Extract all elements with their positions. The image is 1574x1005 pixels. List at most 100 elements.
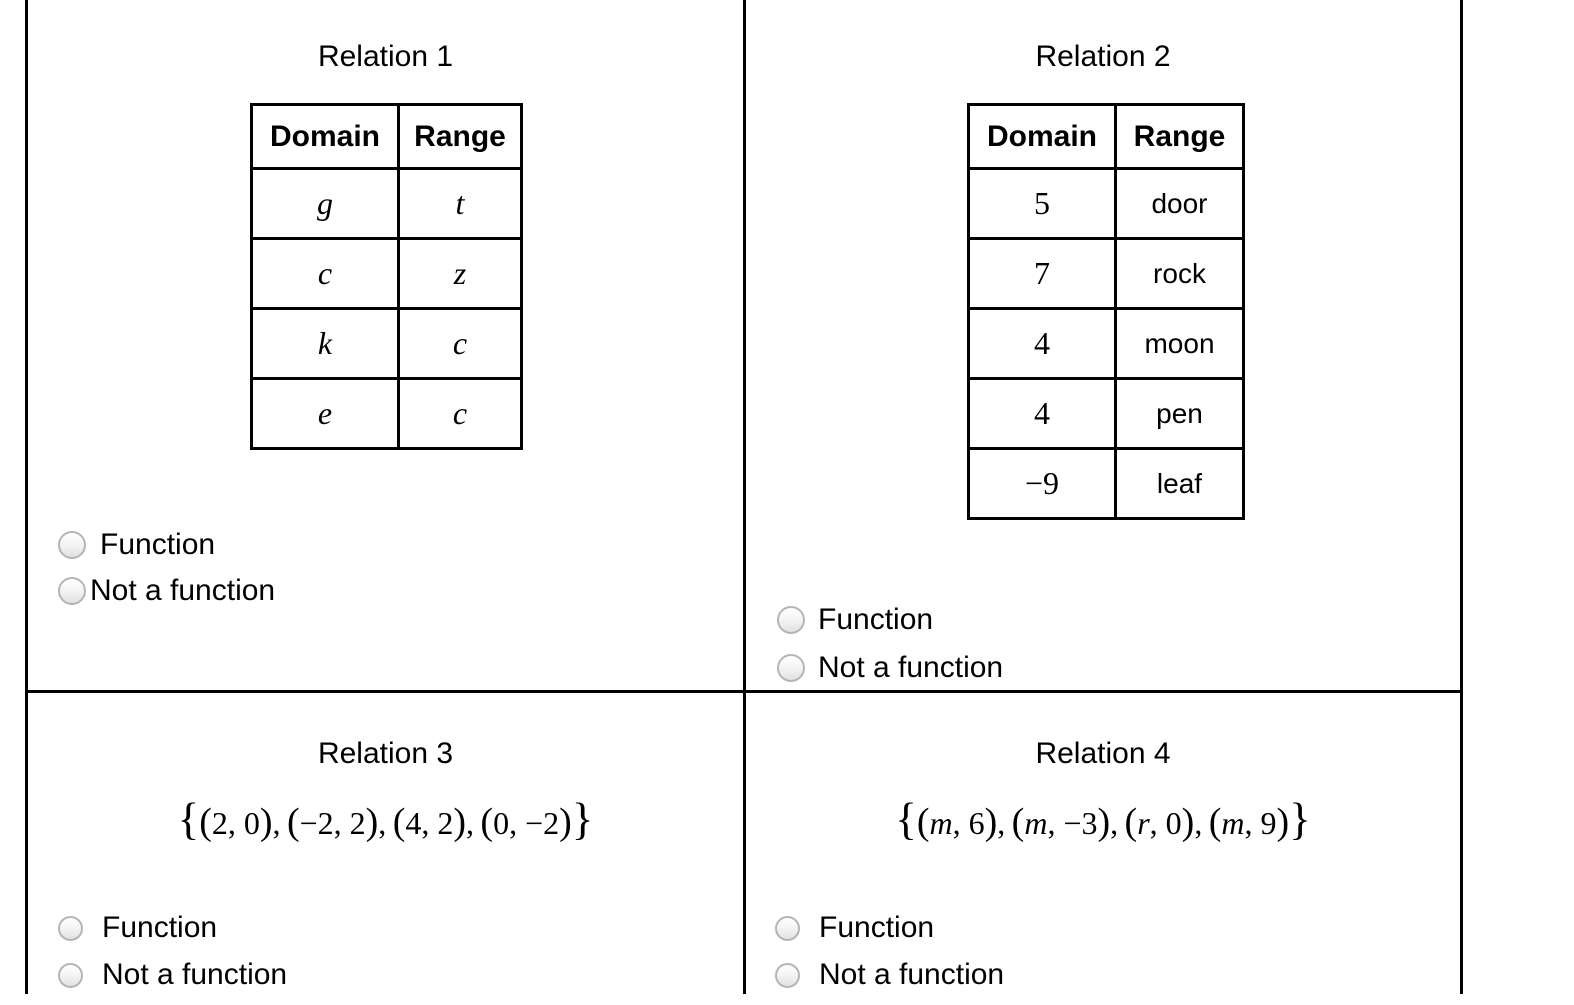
open-brace: { (895, 794, 917, 844)
table-cell: 7 (967, 237, 1117, 310)
relation-3-not-a-function-radio[interactable] (58, 962, 83, 988)
close-paren: ) (259, 801, 273, 843)
table-cell: c (397, 307, 523, 380)
quadrant-divider-horizontal (25, 690, 1463, 693)
open-paren: ( (1124, 801, 1138, 843)
close-paren: ) (453, 801, 467, 843)
choice-label: Not a function (102, 958, 288, 991)
relation-3-function-radio[interactable] (58, 915, 83, 941)
relation-4-title: Relation 4 (1035, 737, 1171, 770)
relation-1-choice-not-a-function[interactable]: Not a function (58, 574, 275, 608)
table-cell: 4 (967, 307, 1117, 380)
relation-3-choice-function[interactable]: Function (58, 911, 287, 945)
choice-label: Not a function (90, 574, 276, 607)
open-paren: ( (392, 801, 406, 843)
open-paren: ( (1011, 801, 1025, 843)
open-paren: ( (199, 801, 212, 843)
open-paren: ( (916, 801, 930, 843)
relation-4-function-radio[interactable] (775, 915, 800, 941)
open-paren: ( (286, 801, 300, 843)
table-cell: c (250, 237, 400, 310)
table-cell: e (250, 377, 400, 450)
open-paren: ( (1208, 801, 1222, 843)
close-brace: } (571, 794, 594, 844)
set-variable: m (1221, 805, 1245, 841)
set-variable: m (1024, 805, 1048, 841)
relation-3-set-expression: {(2, 0), (−2, 2), (4, 2), (0, −2)} (177, 794, 594, 844)
quadrant-divider-vertical (743, 0, 746, 994)
grid-border-right (1460, 0, 1463, 994)
relation-4-set-expression: {(m, 6), (m, −3), (r, 0), (m, 9)} (895, 794, 1311, 844)
relation-4-choice-function[interactable]: Function (775, 911, 1004, 945)
close-paren: ) (1097, 801, 1111, 843)
choice-label: Not a function (819, 958, 1005, 991)
close-brace: } (1289, 794, 1311, 844)
close-paren: ) (559, 801, 572, 843)
relation-4-panel: Relation 4 {(m, 6), (m, −3), (r, 0), (m,… (746, 693, 1460, 994)
relation-2-choice-not-a-function[interactable]: Not a function (777, 651, 1003, 685)
table-cell: leaf (1114, 447, 1245, 520)
relation-1-choice-function[interactable]: Function (58, 528, 275, 562)
open-paren: ( (480, 801, 494, 843)
relation-2-choice-function[interactable]: Function (777, 603, 1003, 637)
relation-4-not-a-function-radio[interactable] (775, 962, 800, 988)
choice-label: Function (102, 911, 218, 944)
set-variable: r (1137, 805, 1150, 841)
close-paren: ) (1181, 801, 1195, 843)
relation-3-panel: Relation 3 {(2, 0), (−2, 2), (4, 2), (0,… (28, 693, 743, 994)
column-header-range: Range (1114, 103, 1245, 170)
relation-3-choice-not-a-function[interactable]: Not a function (58, 958, 287, 992)
open-brace: { (177, 794, 200, 844)
column-header-domain: Domain (967, 103, 1117, 170)
relation-1-choices: Function Not a function (58, 528, 275, 620)
relation-1-function-radio[interactable] (58, 531, 86, 559)
relation-2-not-a-function-radio[interactable] (777, 654, 805, 682)
table-cell: −9 (967, 447, 1117, 520)
table-cell: moon (1114, 307, 1245, 380)
relation-4-choices: Function Not a function (775, 911, 1004, 1005)
grid-border-left (25, 0, 28, 994)
table-cell: t (397, 167, 523, 240)
column-header-range: Range (397, 103, 523, 170)
close-paren: ) (365, 801, 379, 843)
choice-label: Function (819, 911, 935, 944)
table-cell: pen (1114, 377, 1245, 450)
table-cell: z (397, 237, 523, 310)
relation-3-title: Relation 3 (317, 737, 454, 770)
table-cell: g (250, 167, 400, 240)
choice-label: Function (818, 603, 934, 636)
column-header-domain: Domain (250, 103, 400, 170)
close-paren: ) (1276, 801, 1290, 843)
table-cell: 4 (967, 377, 1117, 450)
relation-2-choices: Function Not a function (777, 603, 1003, 699)
set-variable: m (929, 805, 953, 841)
table-cell: 5 (967, 167, 1117, 240)
table-cell: k (250, 307, 400, 380)
relation-1-not-a-function-radio[interactable] (58, 577, 86, 605)
table-cell: rock (1114, 237, 1245, 310)
relation-3-choices: Function Not a function (58, 911, 287, 1005)
table-cell: door (1114, 167, 1245, 240)
choice-label: Function (100, 528, 216, 561)
relation-4-choice-not-a-function[interactable]: Not a function (775, 958, 1004, 992)
choice-label: Not a function (818, 651, 1004, 684)
relation-2-function-radio[interactable] (777, 606, 805, 634)
close-paren: ) (984, 801, 998, 843)
relation-1-title: Relation 1 (317, 40, 454, 73)
relation-2-title: Relation 2 (1035, 40, 1171, 73)
